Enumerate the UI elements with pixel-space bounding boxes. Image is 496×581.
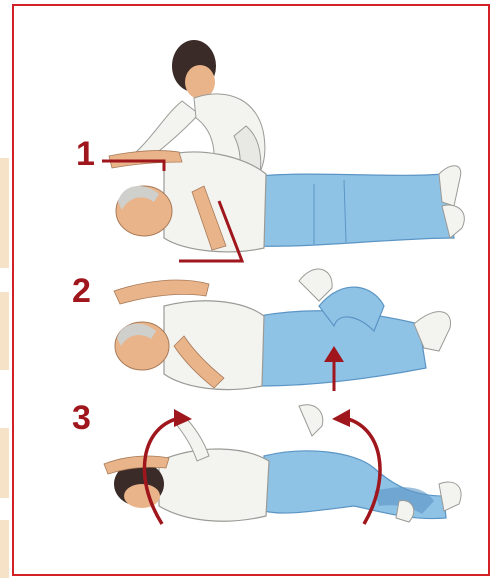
side-tab (0, 158, 9, 268)
step-3-scene (104, 405, 461, 524)
step-number-1: 1 (76, 137, 95, 171)
side-tab (0, 428, 9, 498)
side-tab (0, 292, 9, 370)
left-side-tabs (0, 0, 10, 581)
step-1-scene (102, 40, 464, 261)
step-number-2: 2 (72, 274, 91, 308)
step-2-scene (114, 269, 451, 391)
step-number-3: 3 (72, 401, 91, 435)
recovery-position-illustration-frame: 1 2 3 (12, 4, 490, 576)
side-tab (0, 520, 9, 578)
patient-figure-step-3 (104, 405, 461, 522)
patient-figure-step-1 (109, 151, 464, 252)
patient-figure-step-2 (114, 269, 451, 390)
